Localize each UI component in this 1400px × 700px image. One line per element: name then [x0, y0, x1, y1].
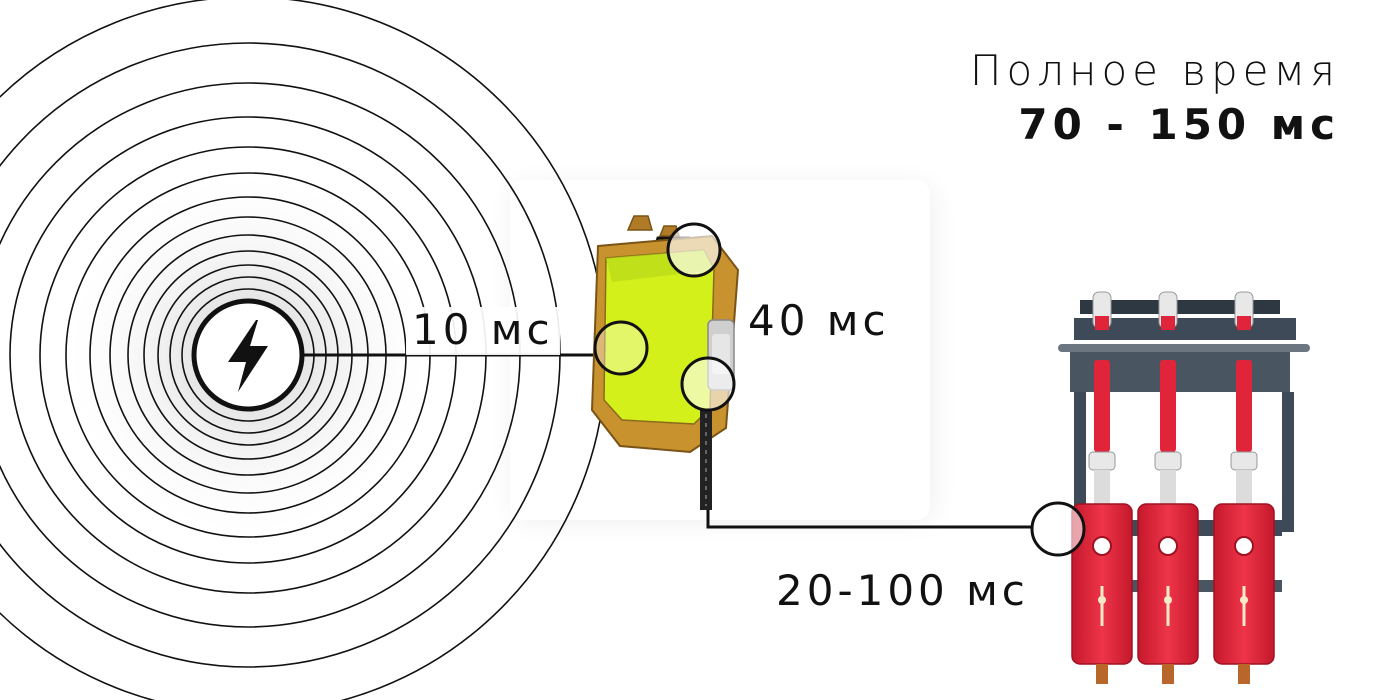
total-time-value: 70 - 150 мс	[1018, 100, 1340, 149]
lightning-bolt-icon	[191, 298, 305, 412]
stage-label-breaker-operation: 20-100 мс	[776, 566, 1029, 615]
stage-label-fault-to-relay: 10 мс	[406, 307, 560, 355]
node-markers	[593, 222, 1086, 557]
circuit-breaker-icon	[1058, 291, 1310, 684]
node-relay-top	[666, 222, 722, 278]
breaker-pole	[1137, 291, 1199, 684]
total-time: Полное время 70 - 150 мс	[970, 44, 1340, 152]
total-time-label: Полное время	[969, 46, 1340, 95]
breaker-pole	[1071, 291, 1133, 684]
node-relay-input	[593, 320, 649, 376]
node-relay-output	[680, 356, 736, 412]
breaker-pole	[1213, 291, 1275, 684]
stage-label-relay-operation: 40 мс	[748, 296, 890, 345]
node-breaker-input	[1030, 501, 1086, 557]
